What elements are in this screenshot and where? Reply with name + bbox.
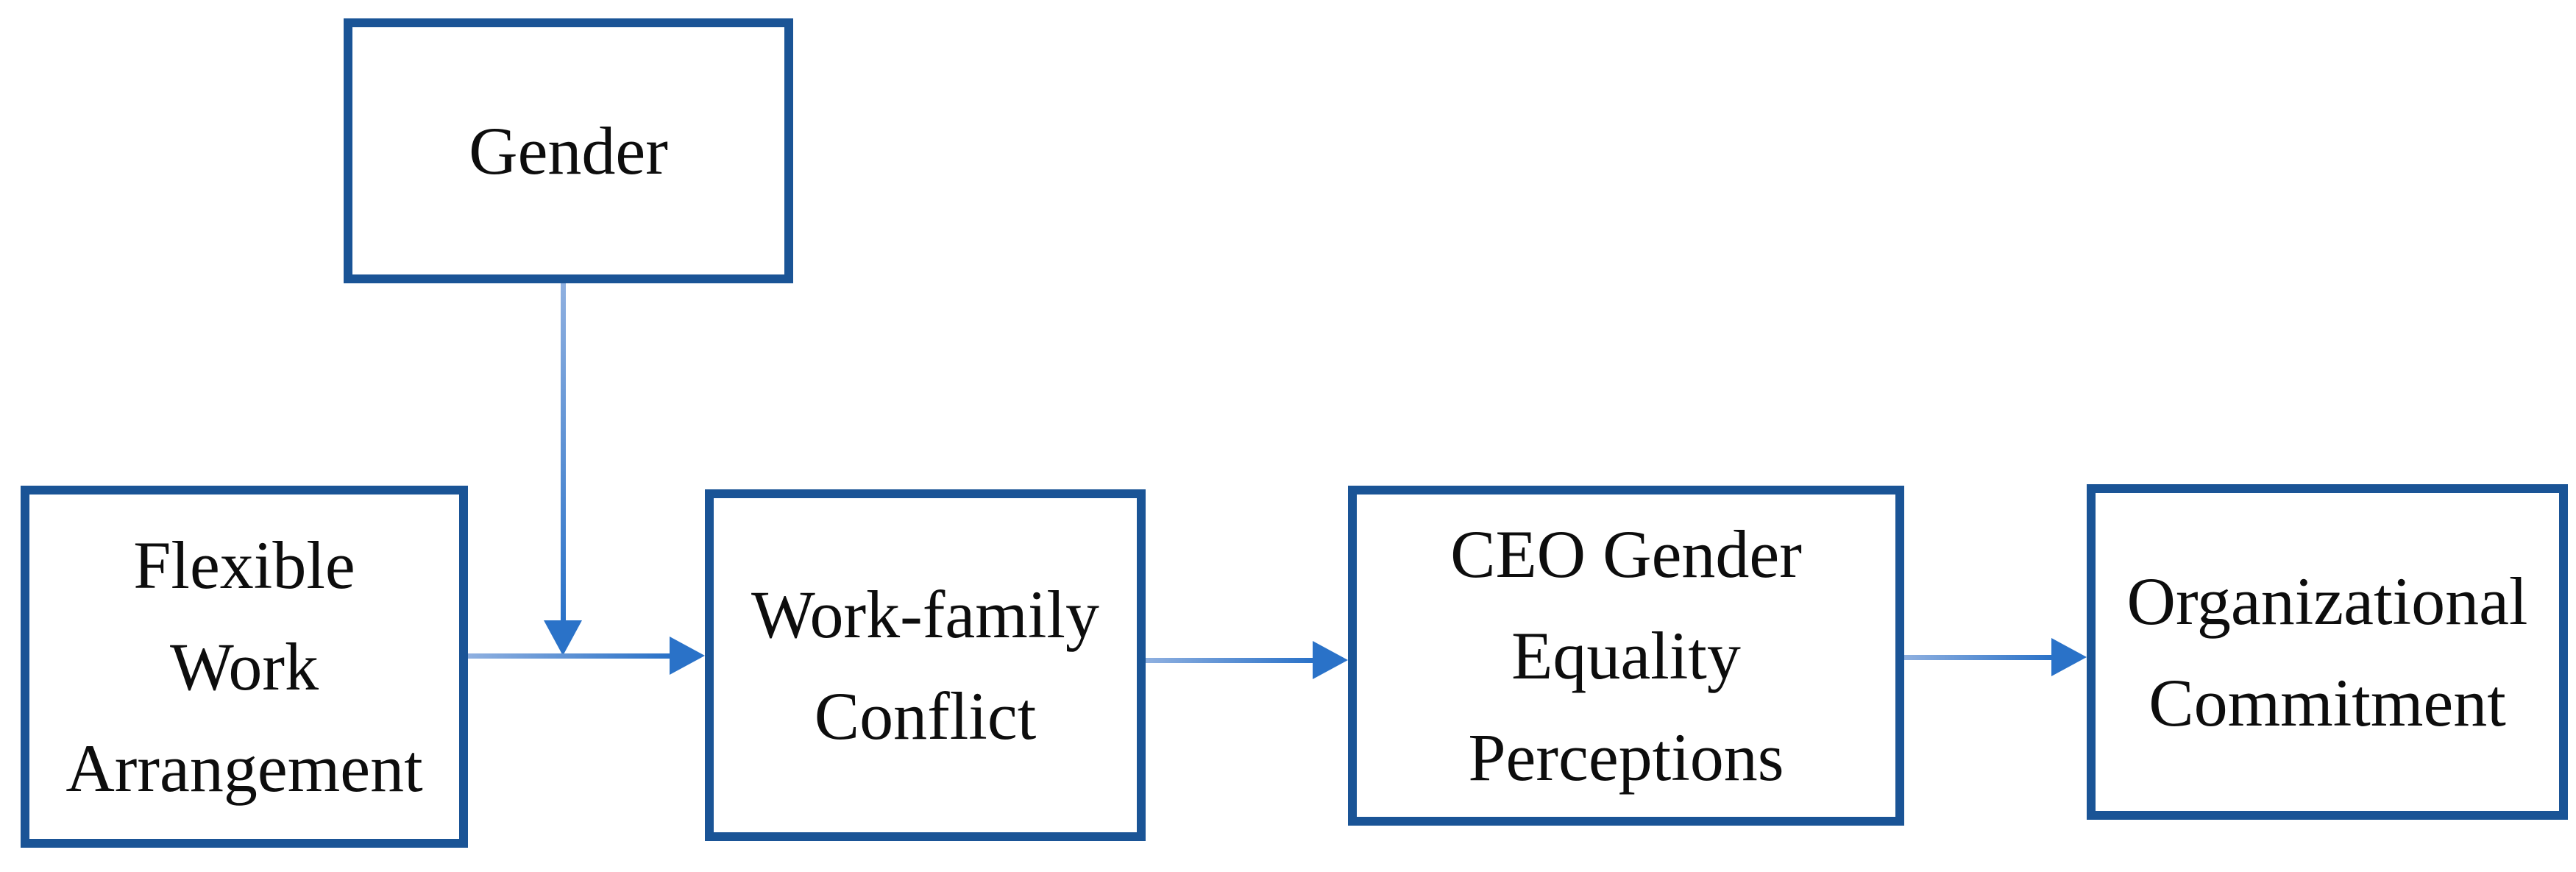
arrow-right-icon-2 (1313, 641, 1348, 679)
arrow-gender-moderation-line (561, 283, 566, 620)
node-wfc-label-line2: Conflict (814, 678, 1037, 754)
arrow-right-icon-1 (670, 637, 705, 675)
node-org-label-line2: Commitment (2149, 665, 2506, 740)
node-gender: Gender (344, 18, 793, 283)
node-gender-label: Gender (469, 113, 668, 188)
node-fwa-label-line2: Work (169, 629, 319, 704)
arrow-wfc-to-ceo-line (1146, 658, 1313, 663)
arrow-down-icon (544, 620, 582, 656)
node-fwa-label-line3: Arrangement (65, 731, 423, 806)
node-wfc-label-line1: Work-family (751, 577, 1099, 652)
node-fwa-label-line1: Flexible (133, 528, 355, 603)
node-org-label-line1: Organizational (2126, 564, 2528, 639)
node-flexible-work-arrangement: Flexible Work Arrangement (21, 486, 468, 848)
arrow-fwa-to-wfc-line (468, 653, 670, 659)
arrow-ceo-to-org-line (1904, 655, 2051, 660)
node-ceo-gender-equality-perceptions: CEO Gender Equality Perceptions (1348, 486, 1904, 826)
node-work-family-conflict: Work-family Conflict (705, 489, 1146, 841)
node-organizational-commitment: Organizational Commitment (2087, 484, 2568, 820)
node-ceo-label-line1: CEO Gender (1450, 517, 1802, 592)
arrow-right-icon-3 (2051, 638, 2087, 676)
node-ceo-label-line2: Equality (1511, 618, 1741, 693)
node-ceo-label-line3: Perceptions (1468, 720, 1784, 795)
